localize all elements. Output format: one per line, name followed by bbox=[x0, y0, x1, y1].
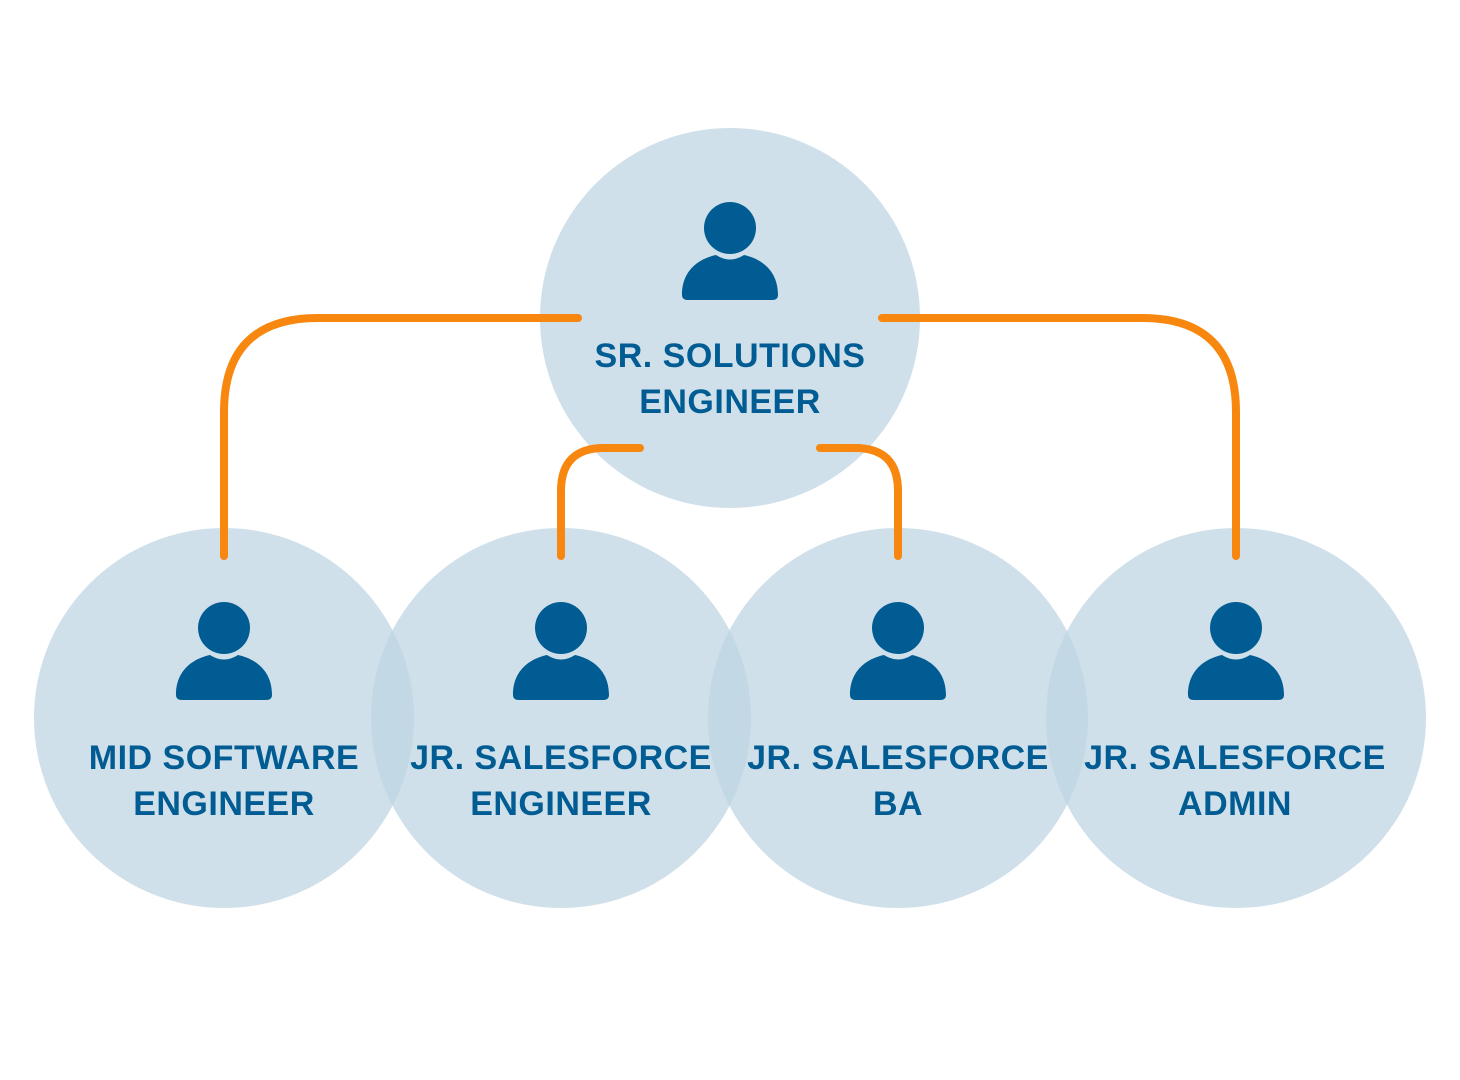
node-label-line: ENGINEER bbox=[133, 785, 315, 823]
node-label-line: JR. SALESFORCE bbox=[747, 739, 1049, 777]
person-icon-body bbox=[682, 255, 778, 300]
node-label-sr-solutions-engineer: SR. SOLUTIONS ENGINEER bbox=[570, 333, 890, 425]
node-circles bbox=[34, 128, 1426, 908]
node-circle-mid-software-engineer bbox=[34, 528, 414, 908]
connector-sr-solutions-engineer-to-jr-salesforce-admin bbox=[878, 314, 1240, 560]
node-label-line: ADMIN bbox=[1178, 785, 1292, 823]
node-label-jr-salesforce-admin: JR. SALESFORCE ADMIN bbox=[1075, 735, 1395, 827]
node-circle-sr-solutions-engineer bbox=[540, 128, 920, 508]
node-circle-jr-salesforce-engineer bbox=[371, 528, 751, 908]
connector-sr-solutions-engineer-to-jr-salesforce-engineer bbox=[557, 444, 644, 560]
person-icon bbox=[682, 202, 778, 300]
connector-sr-solutions-engineer-to-mid-software-engineer bbox=[220, 314, 582, 560]
node-label-jr-salesforce-ba: JR. SALESFORCE BA bbox=[738, 735, 1058, 827]
connector-lines bbox=[220, 314, 1240, 560]
node-label-line: JR. SALESFORCE bbox=[1084, 739, 1386, 777]
person-icon-head bbox=[198, 602, 250, 654]
person-icon-body bbox=[1188, 655, 1284, 700]
node-label-line: BA bbox=[872, 785, 924, 823]
person-icon-head bbox=[1210, 602, 1262, 654]
node-label-line: MID SOFTWARE bbox=[88, 739, 360, 777]
node-label-mid-software-engineer: MID SOFTWARE ENGINEER bbox=[64, 735, 384, 827]
node-circle-jr-salesforce-ba bbox=[708, 528, 1088, 908]
person-icon bbox=[850, 602, 946, 700]
person-icon-head bbox=[872, 602, 924, 654]
person-icon-body bbox=[513, 655, 609, 700]
person-icon bbox=[176, 602, 272, 700]
person-icon-head bbox=[704, 202, 756, 254]
node-label-line: JR. SALESFORCE bbox=[410, 739, 712, 777]
person-icon bbox=[513, 602, 609, 700]
node-label-line: ENGINEER bbox=[639, 383, 821, 421]
person-icon bbox=[1188, 602, 1284, 700]
node-circle-jr-salesforce-admin bbox=[1046, 528, 1426, 908]
node-icons bbox=[176, 202, 1284, 700]
node-label-line: ENGINEER bbox=[470, 785, 652, 823]
person-icon-head bbox=[535, 602, 587, 654]
node-label-line: SR. SOLUTIONS bbox=[594, 337, 866, 375]
connector-sr-solutions-engineer-to-jr-salesforce-ba bbox=[816, 444, 902, 560]
person-icon-body bbox=[176, 655, 272, 700]
node-label-jr-salesforce-engineer: JR. SALESFORCE ENGINEER bbox=[401, 735, 721, 827]
person-icon-body bbox=[850, 655, 946, 700]
